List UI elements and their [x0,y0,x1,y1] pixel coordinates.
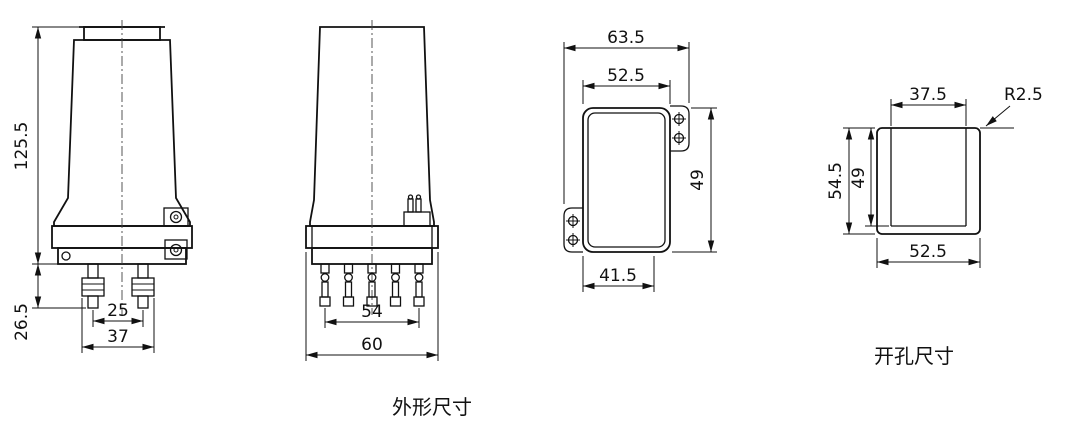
mount-screw-hole [169,210,183,224]
mount-screw-hole [169,243,183,257]
dim-label-side-base-width: 60 [361,335,383,355]
dim-label-cutout-outer-height: 54.5 [826,162,846,200]
dim-rear-body-width: 52.5 [582,66,671,104]
front-view: 125.5 26.5 25 37 [12,20,193,353]
dim-side-terminal-span: 54 [324,302,420,328]
caption-outline-dimensions: 外形尺寸 [392,395,472,419]
dim-label-terminal-span: 37 [107,327,129,347]
dim-label-rear-body-width: 52.5 [607,66,645,86]
rear-view-body [582,107,671,253]
dim-side-base-width: 60 [305,252,439,361]
dim-label-corner-radius: R2.5 [1004,85,1043,105]
side-view-terminals [319,263,425,307]
cutout-view: 37.5 R2.5 54.5 49 52.5 [826,85,1043,268]
dim-label-rear-overall-width: 63.5 [607,28,645,48]
front-view-mount-bracket [61,207,189,261]
front-view-terminals [81,263,155,309]
side-view: 54 60 [305,20,439,361]
dim-rear-bottom-width: 41.5 [582,256,655,292]
dim-label-terminal-spacing: 25 [107,301,129,321]
dim-label-front-height: 125.5 [12,122,32,171]
side-view-body [305,20,439,315]
rear-view: 63.5 52.5 49 41.5 [563,28,717,292]
dim-cutout-inner-height: 49 [849,128,889,227]
dim-front-height: 125.5 [12,26,79,265]
dim-label-side-terminal-span: 54 [361,302,383,322]
dim-rear-overall-width: 63.5 [563,28,690,204]
dim-cutout-top-width: 37.5 [890,85,967,126]
dim-label-rear-bottom-width: 41.5 [599,266,637,286]
base-rivet [61,251,71,261]
caption-cutout-dimensions: 开孔尺寸 [874,344,954,368]
dim-label-rear-body-height: 49 [688,169,708,191]
dim-front-terminal-span: 37 [81,298,155,353]
dim-cutout-outer-height: 54.5 [826,127,875,235]
dim-label-cutout-bottom-width: 52.5 [909,242,947,262]
dim-front-terminal-length: 26.5 [12,264,86,341]
front-view-body [51,20,193,315]
dim-rear-body-height: 49 [672,107,717,253]
rear-view-left-flange [563,207,583,253]
side-view-latch-detail [403,194,431,227]
dim-cutout-corner-radius: R2.5 [985,85,1043,127]
rear-view-right-flange [670,105,690,152]
dim-front-terminal-spacing: 25 [92,301,144,327]
dim-label-cutout-top-width: 37.5 [909,85,947,105]
dim-cutout-bottom-width: 52.5 [876,238,981,268]
cutout-outline [876,127,1014,235]
dim-label-terminal-length: 26.5 [12,303,32,341]
dim-label-cutout-inner-height: 49 [849,167,869,189]
